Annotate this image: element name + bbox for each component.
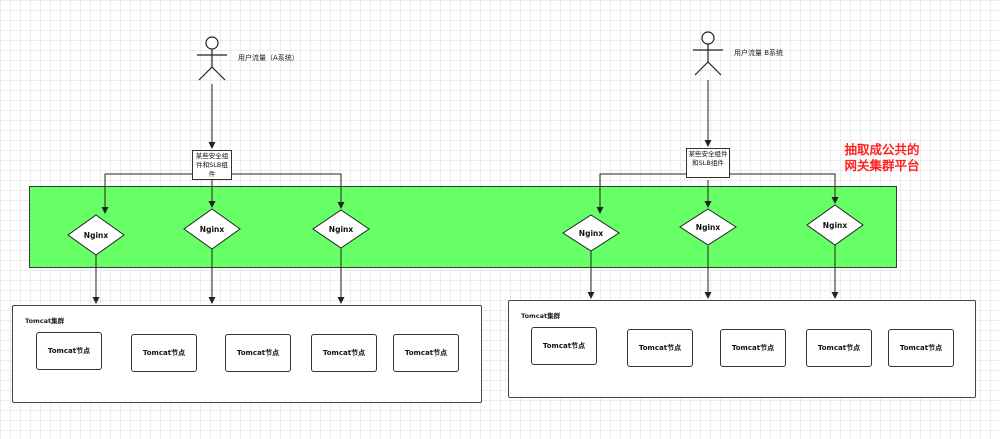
tomcat-node[interactable]: Tomcat节点 [888, 329, 954, 367]
nginx-label: Nginx [83, 231, 109, 240]
tomcat-node[interactable]: Tomcat节点 [225, 334, 291, 372]
nginx-label: Nginx [578, 229, 604, 238]
tomcat-node-label: Tomcat节点 [236, 349, 280, 357]
nginx-diamond[interactable] [562, 214, 620, 252]
tomcat-node-label: Tomcat节点 [322, 349, 366, 357]
gateway-note: 抽取成公共的网关集群平台 [844, 142, 920, 173]
cluster-b-title: Tomcat集群 [521, 312, 561, 320]
user-actor-b-icon [693, 31, 723, 76]
security-slb-box-a[interactable]: 某些安全组件和SLB组件 [192, 150, 232, 180]
tomcat-node-label: Tomcat节点 [404, 349, 448, 357]
security-slb-box-b[interactable]: 某些安全组件和SLB组件 [686, 148, 730, 178]
arrow-slb-b-nginx3 [730, 173, 839, 204]
nginx-diamond[interactable] [67, 214, 125, 256]
tomcat-node[interactable]: Tomcat节点 [806, 329, 872, 367]
tomcat-node[interactable]: Tomcat节点 [393, 334, 459, 372]
nginx-diamond[interactable] [312, 209, 370, 249]
tomcat-node-label: Tomcat节点 [47, 347, 91, 355]
tomcat-node[interactable]: Tomcat节点 [36, 332, 102, 370]
tomcat-node-label: Tomcat节点 [542, 342, 586, 350]
tomcat-node-label: Tomcat节点 [638, 344, 682, 352]
tomcat-node-label: Tomcat节点 [817, 344, 861, 352]
cluster-a-title: Tomcat集群 [25, 317, 65, 325]
actor-a-label: 用户流量（A系统） [238, 54, 299, 62]
tomcat-node[interactable]: Tomcat节点 [627, 329, 693, 367]
nginx-label: Nginx [822, 221, 848, 230]
arrow-slb-a-nginx1 [101, 173, 192, 214]
tomcat-node[interactable]: Tomcat节点 [131, 334, 197, 372]
arrow-slb-a-nginx3 [232, 173, 345, 209]
nginx-label: Nginx [328, 225, 354, 234]
user-actor-a-icon [197, 36, 227, 81]
gateway-band [29, 186, 897, 268]
tomcat-node-label: Tomcat节点 [142, 349, 186, 357]
tomcat-node[interactable]: Tomcat节点 [720, 329, 786, 367]
nginx-diamond[interactable] [679, 208, 737, 246]
tomcat-node-label: Tomcat节点 [899, 344, 943, 352]
nginx-diamond[interactable] [183, 208, 241, 250]
actor-b-label: 用户流量 B系统 [734, 49, 784, 57]
nginx-label: Nginx [695, 223, 721, 232]
nginx-label: Nginx [199, 225, 225, 234]
tomcat-node-label: Tomcat节点 [731, 344, 775, 352]
arrow-slb-b-nginx1 [596, 173, 686, 214]
tomcat-node[interactable]: Tomcat节点 [531, 327, 597, 365]
tomcat-node[interactable]: Tomcat节点 [311, 334, 377, 372]
nginx-diamond[interactable] [806, 204, 864, 246]
